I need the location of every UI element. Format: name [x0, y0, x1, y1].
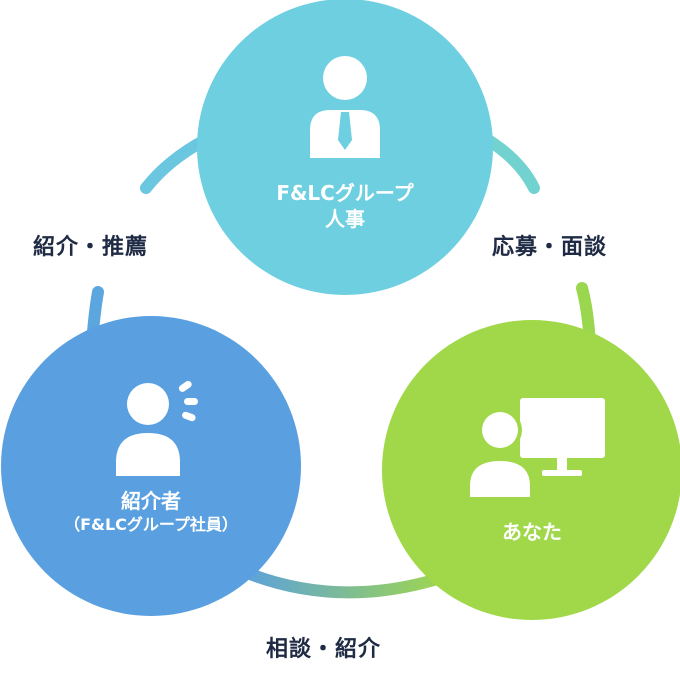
- you-label: あなた: [502, 520, 562, 544]
- connector-bottom: [234, 564, 456, 599]
- referrer-label-line1: 紹介者: [121, 489, 181, 513]
- you-circle: [382, 320, 680, 620]
- hr-label-line2: 人事: [325, 207, 365, 231]
- referrer-label-line2: （F&LCグループ社員）: [64, 515, 238, 534]
- referrer-label: 紹介者 （F&LCグループ社員）: [21, 488, 281, 536]
- connector-right-upper: [482, 134, 540, 194]
- edge-label-right: 応募・面談: [492, 235, 608, 260]
- connector-left-upper: [140, 134, 211, 194]
- you-computer-user-icon: [466, 398, 605, 497]
- edge-label-left: 紹介・推薦: [33, 235, 149, 260]
- hr-label-line1: F&LCグループ: [276, 181, 414, 205]
- referrer-speaking-icon: [116, 380, 198, 476]
- hr-person-tie-icon: [310, 56, 380, 158]
- edge-label-bottom: 相談・紹介: [266, 637, 382, 662]
- hr-label: F&LCグループ 人事: [245, 180, 445, 232]
